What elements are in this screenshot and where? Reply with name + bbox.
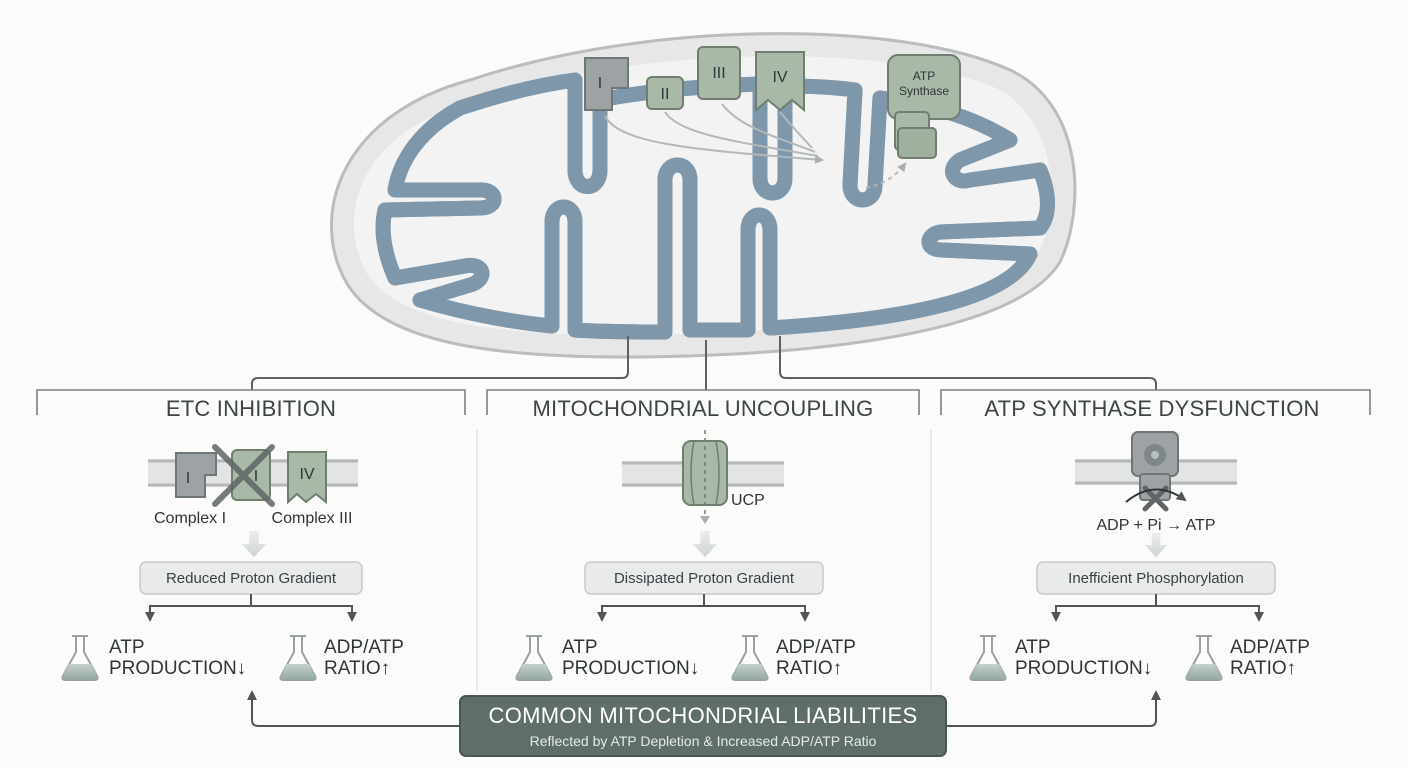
gradient-label: Inefficient Phosphorylation [1068, 570, 1244, 587]
flask-icon [969, 635, 1007, 681]
gradient-pill: Dissipated Proton Gradient [584, 561, 824, 595]
down-arrow-icon [692, 531, 718, 558]
complex-iv-shape [287, 451, 327, 505]
complex-i-caption: Complex I [154, 510, 226, 527]
split-arrows [597, 594, 810, 622]
panel-atp-synthase-dysfunction: ATP SYNTHASE DYSFUNCTION ADP + Pi → ATP … [969, 396, 1319, 681]
ucp-channel [682, 430, 728, 524]
gradient-pill: Reduced Proton Gradient [139, 561, 363, 595]
complex-i: I [584, 57, 629, 111]
down-arrow-icon [1144, 533, 1168, 558]
panel-title: ATP SYNTHASE DYSFUNCTION [984, 396, 1319, 421]
outcome-atp-line1: ATP [562, 637, 598, 658]
gradient-label: Reduced Proton Gradient [166, 570, 337, 587]
flask-icon [515, 635, 553, 681]
ucp-caption: UCP [731, 492, 765, 509]
split-arrows [145, 594, 357, 622]
outcome-ratio-line2: RATIO↑ [1230, 658, 1296, 679]
flask-icon [279, 635, 317, 681]
banner-title: COMMON MITOCHONDRIAL LIABILITIES [489, 703, 918, 728]
reaction-caption: ADP + Pi → ATP [1096, 517, 1215, 534]
gradient-pill: Inefficient Phosphorylation [1036, 561, 1276, 595]
reaction-arrow [1125, 488, 1187, 503]
flask-icon [731, 635, 769, 681]
etc-complexes: I II III IV [584, 46, 907, 189]
blocked-x-icon [1142, 485, 1169, 512]
complex-ii: II [646, 76, 684, 110]
outcome-ratio-line2: RATIO↑ [324, 658, 390, 679]
flask-icon [1185, 635, 1223, 681]
banner-subtitle: Reflected by ATP Depletion & Increased A… [530, 733, 877, 749]
complex-iv: IV [755, 51, 805, 113]
mitochondrion: I II III IV [330, 32, 1077, 359]
flask-icon [61, 635, 99, 681]
gradient-label: Dissipated Proton Gradient [614, 570, 795, 587]
down-arrow-icon [241, 531, 267, 558]
outcome-ratio-line1: ADP/ATP [324, 637, 404, 658]
outcome-atp-line2: PRODUCTION↓ [109, 658, 246, 679]
outcome-atp-line1: ATP [1015, 637, 1051, 658]
panel-title: ETC INHIBITION [166, 396, 336, 421]
atp-synthase-label-2: Synthase [899, 84, 949, 98]
outcome-ratio-line1: ADP/ATP [1230, 637, 1310, 658]
common-liabilities-banner: COMMON MITOCHONDRIAL LIABILITIES Reflect… [459, 695, 947, 757]
complex-mark-1: I [186, 470, 190, 487]
complex-iii: III [697, 46, 741, 100]
atp-synthase-label-1: ATP [913, 69, 935, 83]
complex-iii-caption: Complex III [272, 510, 353, 527]
outcome-atp-line2: PRODUCTION↓ [562, 658, 699, 679]
outcome-ratio-line2: RATIO↑ [776, 658, 842, 679]
outcome-atp-line2: PRODUCTION↓ [1015, 658, 1152, 679]
complex-iv-label: IV [772, 69, 787, 86]
feedback-arrows [247, 690, 1161, 727]
complex-i-label: I [598, 75, 602, 92]
panel-title: MITOCHONDRIAL UNCOUPLING [533, 396, 874, 421]
complex-ii-label: II [661, 86, 670, 103]
electron-flow-arrows [604, 103, 907, 189]
panel-mitochondrial-uncoupling: MITOCHONDRIAL UNCOUPLING UCP Dissipated … [515, 396, 874, 681]
outcome-atp-line1: ATP [109, 637, 145, 658]
panel-etc-inhibition: ETC INHIBITION I I IV Complex I Complex … [61, 396, 404, 681]
split-arrows [1051, 594, 1264, 622]
atp-synthase: ATP Synthase [887, 54, 961, 159]
panel-dividers [476, 430, 932, 690]
panel-brackets [36, 389, 1371, 415]
complex-mark-2: I [254, 468, 258, 485]
inner-membrane [383, 72, 1047, 340]
tree-connectors [251, 336, 1157, 390]
inhibition-x-icon [212, 444, 275, 507]
complex-iii-label: III [712, 65, 725, 82]
complex-mark-3: IV [299, 466, 314, 483]
outcome-ratio-line1: ADP/ATP [776, 637, 856, 658]
complex-i-shape [175, 452, 217, 498]
